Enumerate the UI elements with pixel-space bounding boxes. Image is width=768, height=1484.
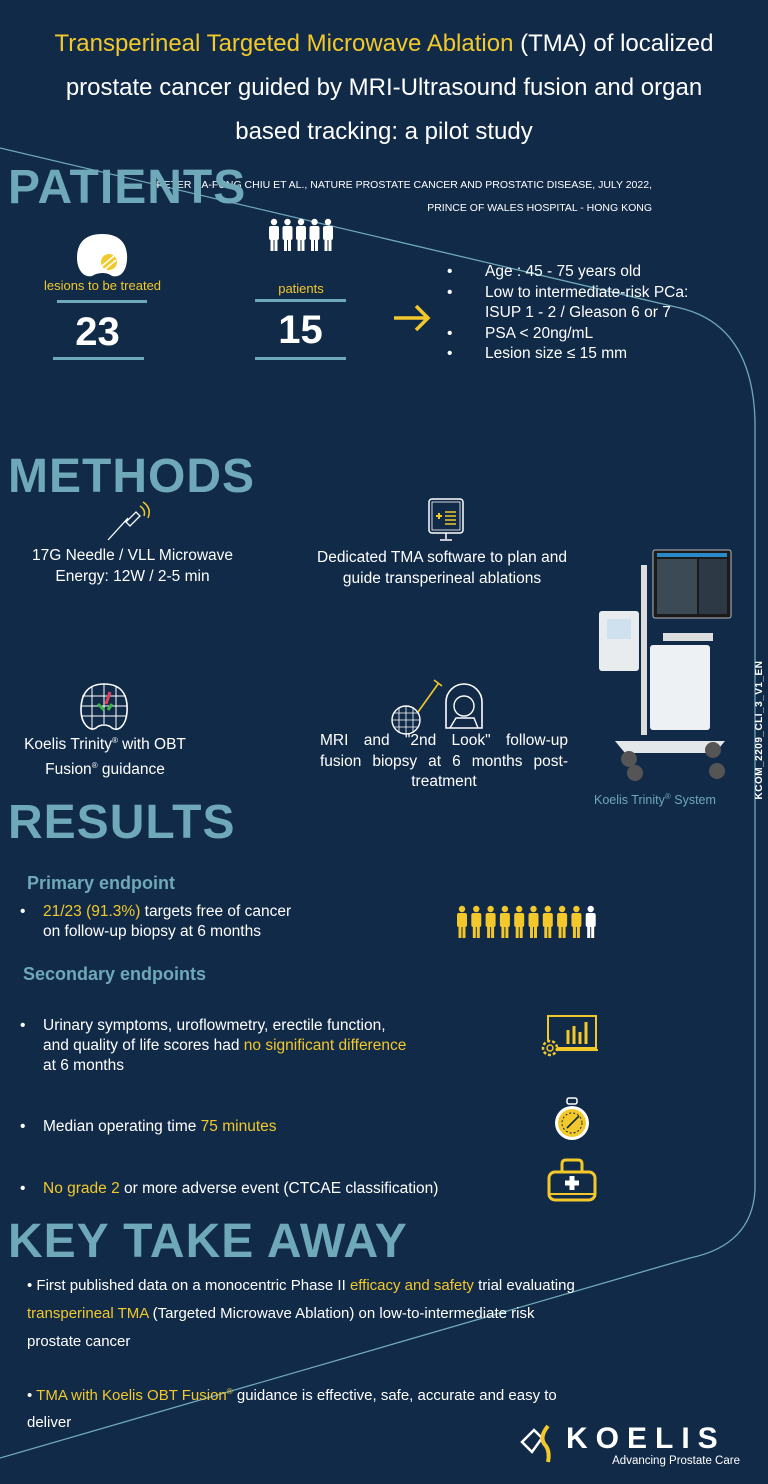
person-icon: [457, 905, 467, 938]
success-ratio-people-icon: [457, 905, 596, 938]
lesions-label: lesions to be treated: [43, 278, 162, 293]
criterion: PSA < 20ng/mL: [447, 324, 688, 345]
software-monitor-icon: [428, 498, 464, 541]
secondary-endpoints-title: Secondary endpoints: [23, 964, 207, 984]
patients-heading: PATIENTS: [8, 161, 247, 214]
takeaway-point-2: • TMA with Koelis OBT Fusion® guidance i…: [27, 1387, 557, 1431]
medical-kit-icon: [547, 1158, 597, 1202]
chart-gear-icon: [541, 1015, 598, 1057]
koelis-logo-icon: [520, 1424, 551, 1463]
patients-label: patients: [278, 281, 324, 296]
divider: [57, 300, 147, 303]
needle-microwave-icon: [107, 501, 150, 541]
criterion: ISUP 1 - 2 / Gleason 6 or 7: [485, 304, 671, 321]
results-heading: RESULTS: [8, 796, 236, 849]
koelis-logo-text: KOELIS: [566, 1422, 726, 1455]
person-icon: [282, 218, 293, 251]
document-code: KCOM_2209_CLI_3_V1_EN: [754, 660, 765, 800]
divider: [255, 357, 346, 360]
patients-people-icon: [269, 218, 333, 251]
title-line-2: prostate cancer guided by MRI-Ultrasound…: [65, 74, 703, 101]
prostate-lesion-icon: [77, 234, 128, 277]
person-icon: [269, 218, 279, 251]
criterion: Lesion size ≤ 15 mm: [447, 344, 688, 365]
biopsy-mri-icon: [391, 679, 483, 735]
person-icon: [296, 218, 306, 251]
stopwatch-icon: [555, 1097, 589, 1140]
person-icon: [557, 905, 568, 938]
software-text: Dedicated TMA software to plan and guide…: [317, 549, 567, 587]
secondary-endpoint-safety: No grade 2 or more adverse event (CTCAE …: [20, 1179, 438, 1199]
takeaway-point-1: • First published data on a monocentric …: [27, 1277, 575, 1350]
person-icon: [499, 905, 510, 938]
divider: [53, 357, 144, 360]
person-icon: [309, 218, 320, 251]
arrow-right-icon: [394, 304, 431, 332]
patients-value: 15: [278, 308, 323, 352]
person-icon: [528, 905, 539, 938]
secondary-endpoint-function: Urinary symptoms, uroflowmetry, erectile…: [20, 1016, 406, 1076]
person-icon: [585, 905, 596, 938]
citation: PETER KA-FUNG CHIU ET AL., NATURE PROSTA…: [156, 179, 652, 214]
lesions-value: 23: [75, 310, 120, 354]
person-icon: [542, 905, 553, 938]
person-icon: [485, 905, 496, 938]
inclusion-criteria: Age : 45 - 75 years old Low to intermedi…: [447, 262, 688, 365]
person-icon: [514, 905, 525, 938]
logo-tagline: Advancing Prostate Care: [612, 1455, 740, 1467]
trinity-device-image: [599, 549, 732, 781]
device-caption: Koelis Trinity® System: [594, 792, 716, 808]
title-line-3: based tracking: a pilot study: [235, 118, 533, 145]
person-icon: [471, 905, 482, 938]
person-icon: [323, 218, 333, 251]
secondary-endpoint-time: Median operating time 75 minutes: [20, 1117, 277, 1137]
followup-text: MRI and "2nd Look" follow-up fusion biop…: [320, 732, 568, 790]
person-icon: [571, 905, 582, 938]
primary-endpoint-title: Primary endpoint: [27, 873, 176, 893]
key-takeaway-heading: KEY TAKE AWAY: [8, 1215, 408, 1268]
divider: [255, 299, 346, 302]
criterion: Low to intermediate-risk PCa:: [447, 283, 688, 304]
criterion: Age : 45 - 75 years old: [447, 262, 688, 283]
title-line-1: Transperineal Targeted Microwave Ablatio…: [54, 30, 714, 57]
prostate-grid-icon: [80, 683, 128, 730]
methods-heading: METHODS: [8, 450, 255, 503]
